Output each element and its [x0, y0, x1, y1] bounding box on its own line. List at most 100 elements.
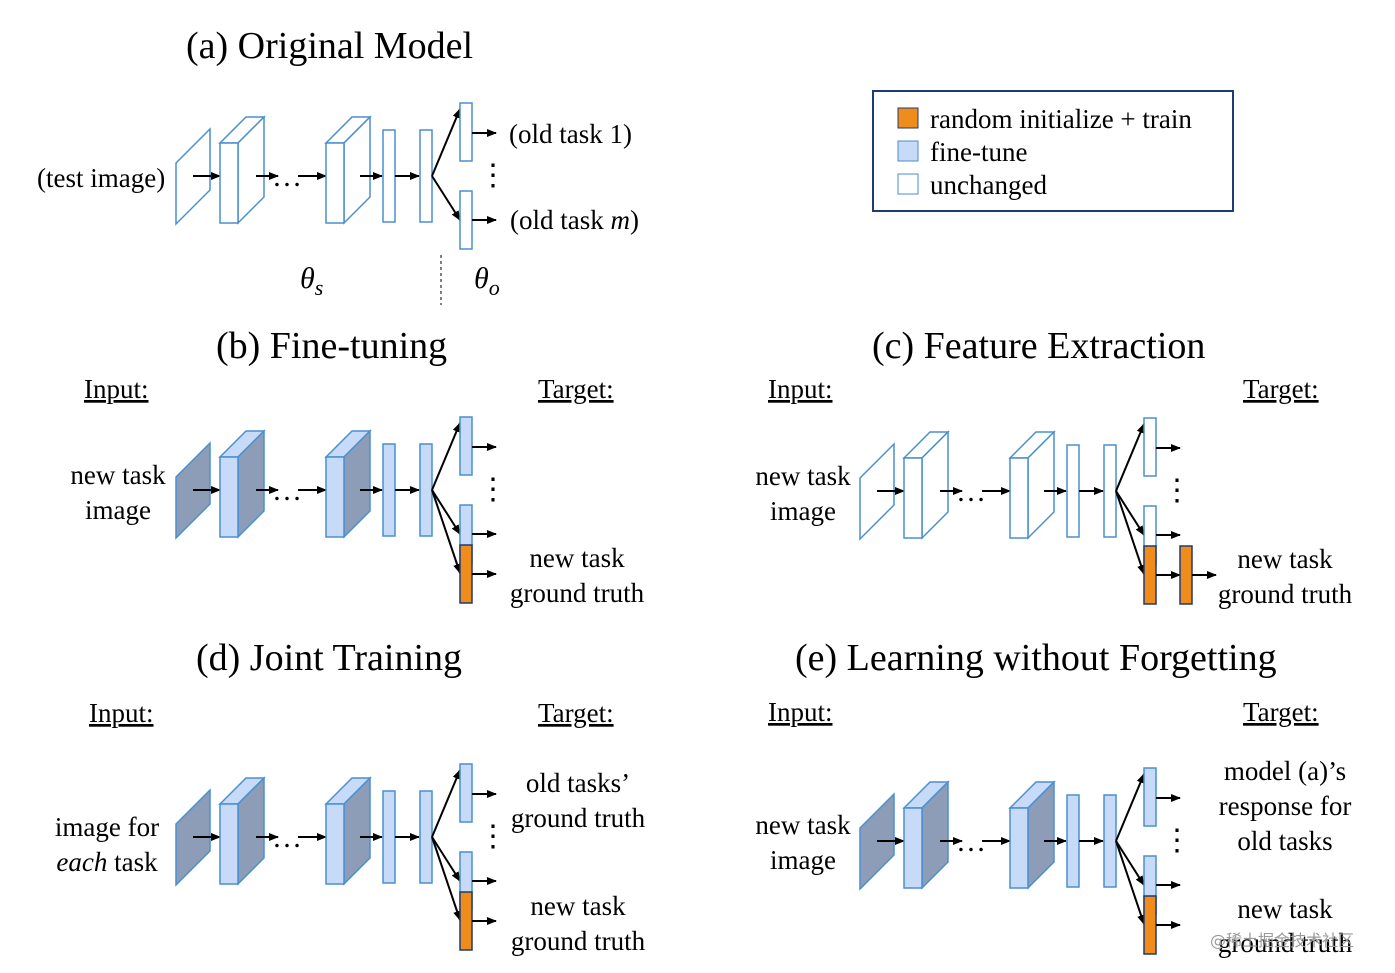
panel-d-target-old-line2: ground truth — [511, 803, 646, 833]
panel-d-input-line1: image for — [55, 812, 159, 842]
conv-block-1-front — [219, 456, 239, 538]
vertical-dots: ⋮ — [1162, 474, 1192, 507]
fc-layer-1 — [1066, 794, 1080, 888]
fc-layer-2 — [419, 129, 433, 223]
legend-label-finetune: fine-tune — [930, 137, 1027, 167]
panel-a: (a) Original Model …⋮ (test image) (old … — [37, 25, 639, 305]
old-task-m-head — [459, 190, 473, 250]
legend-swatch-finetune — [897, 140, 919, 162]
conv-block-1-front — [903, 457, 923, 539]
old-task-1-head — [459, 102, 473, 162]
panel-d-input-line2-rest: task — [107, 847, 158, 877]
legend-swatch-random — [897, 107, 919, 129]
panel-a-old-task-m-var: m — [611, 205, 631, 235]
panel-c-target-line1: new task — [1237, 544, 1333, 574]
panel-e-input-line2: image — [770, 845, 836, 875]
panel-c-network: …⋮ — [859, 417, 1217, 605]
vertical-dots: ⋮ — [478, 159, 508, 192]
panel-c: (c) Feature Extraction Input: Target: ne… — [755, 325, 1352, 609]
panel-b-network: …⋮ — [175, 416, 508, 604]
panel-a-title: (a) Original Model — [186, 25, 473, 67]
panel-e-input-line1: new task — [755, 810, 851, 840]
panel-b-title: (b) Fine-tuning — [216, 325, 447, 367]
old-task-1-head — [1143, 417, 1157, 477]
conv-block-2-front — [325, 803, 345, 885]
panel-d-input-line2: each task — [56, 847, 158, 877]
panel-e-target-old-line3: old tasks — [1237, 826, 1332, 856]
panel-a-theta-s-main: θ — [300, 262, 315, 295]
panel-d-title: (d) Joint Training — [196, 637, 462, 679]
fc-layer-2 — [419, 443, 433, 537]
legend-label-unchanged: unchanged — [930, 170, 1047, 200]
ellipsis-dots: … — [956, 825, 986, 858]
panel-d-target-new-line1: new task — [530, 891, 626, 921]
panel-c-title: (c) Feature Extraction — [872, 325, 1205, 367]
branch-arrow-new-task — [1115, 840, 1145, 925]
panel-d-network: …⋮ — [175, 763, 508, 951]
panel-d: (d) Joint Training Input: Target: image … — [55, 637, 646, 956]
panel-a-old-task-m-suffix: ) — [630, 205, 639, 235]
legend-label-random: random initialize + train — [930, 104, 1192, 134]
panel-a-theta-s: θs — [300, 262, 323, 300]
vertical-dots: ⋮ — [478, 820, 508, 853]
branch-arrow-old-task-1 — [431, 422, 461, 491]
branch-arrow-old-task-m — [1115, 840, 1145, 886]
panel-b-target-header: Target: — [538, 374, 614, 404]
new-task-head — [459, 544, 473, 604]
watermark: @稀土掘金技术社区 — [1210, 931, 1354, 950]
panel-e-input-header: Input: — [768, 697, 833, 727]
conv-block-1-front — [219, 142, 239, 224]
panel-b-target-line2: ground truth — [510, 578, 645, 608]
panel-a-old-task-m-prefix: (old task — [510, 205, 611, 235]
new-task-head-2 — [1179, 545, 1193, 605]
panel-c-target-line2: ground truth — [1218, 579, 1353, 609]
conv-block-2-front — [325, 142, 345, 224]
panel-c-input-line1: new task — [755, 461, 851, 491]
ellipsis-dots: … — [272, 821, 302, 854]
panel-e-target-old-line2: response for — [1219, 791, 1352, 821]
conv-block-2-front — [1009, 457, 1029, 539]
branch-arrow-old-task-m — [431, 489, 461, 535]
legend-swatch-unchanged — [897, 173, 919, 195]
panel-a-theta-o-main: θ — [474, 262, 489, 295]
fc-layer-2 — [1103, 444, 1117, 538]
panel-d-input-header: Input: — [89, 698, 154, 728]
old-task-1-head — [459, 763, 473, 823]
panel-a-theta-o-sub: o — [489, 275, 500, 300]
panel-e-target-old-line1: model (a)’s — [1224, 756, 1346, 786]
fc-layer-2 — [1103, 794, 1117, 888]
panel-a-network: …⋮ — [175, 102, 508, 250]
panel-b-input-line2: image — [85, 495, 151, 525]
legend: random initialize + train fine-tune unch… — [872, 90, 1234, 212]
new-task-head — [459, 891, 473, 951]
branch-arrow-new-task — [1115, 490, 1145, 575]
panel-b: (b) Fine-tuning Input: Target: new task … — [70, 325, 644, 608]
fc-layer-2 — [419, 790, 433, 884]
panel-a-old-task-1-label: (old task 1) — [509, 119, 632, 149]
panel-c-input-header: Input: — [768, 374, 833, 404]
panel-b-input-header: Input: — [84, 374, 149, 404]
vertical-dots: ⋮ — [478, 473, 508, 506]
old-task-1-head — [1143, 767, 1157, 827]
panel-e-title: (e) Learning without Forgetting — [795, 637, 1277, 679]
ellipsis-dots: … — [956, 475, 986, 508]
conv-block-1-front — [219, 803, 239, 885]
panel-a-input-label: (test image) — [37, 163, 165, 193]
fc-layer-1 — [382, 790, 396, 884]
panel-a-old-task-m-label: (old task m) — [510, 205, 639, 235]
branch-arrow-old-task-m — [431, 836, 461, 882]
old-task-1-head — [459, 416, 473, 476]
branch-arrow-old-task-m — [1115, 490, 1145, 536]
ellipsis-dots: … — [272, 474, 302, 507]
panel-e-target-new-line2: ground truth — [1218, 928, 1353, 958]
branch-arrow-old-task-m — [431, 175, 461, 221]
panel-e-network: …⋮ — [859, 767, 1192, 955]
panel-e-target-new-line1: new task — [1237, 894, 1333, 924]
panel-d-input-line2-italic: each — [56, 847, 107, 877]
branch-arrow-new-task — [431, 489, 461, 574]
panel-d-target-old-line1: old tasks’ — [526, 768, 630, 798]
panel-d-target-new-line2: ground truth — [511, 926, 646, 956]
branch-arrow-new-task — [431, 836, 461, 921]
panel-b-target-line1: new task — [529, 543, 625, 573]
new-task-head — [1143, 895, 1157, 955]
